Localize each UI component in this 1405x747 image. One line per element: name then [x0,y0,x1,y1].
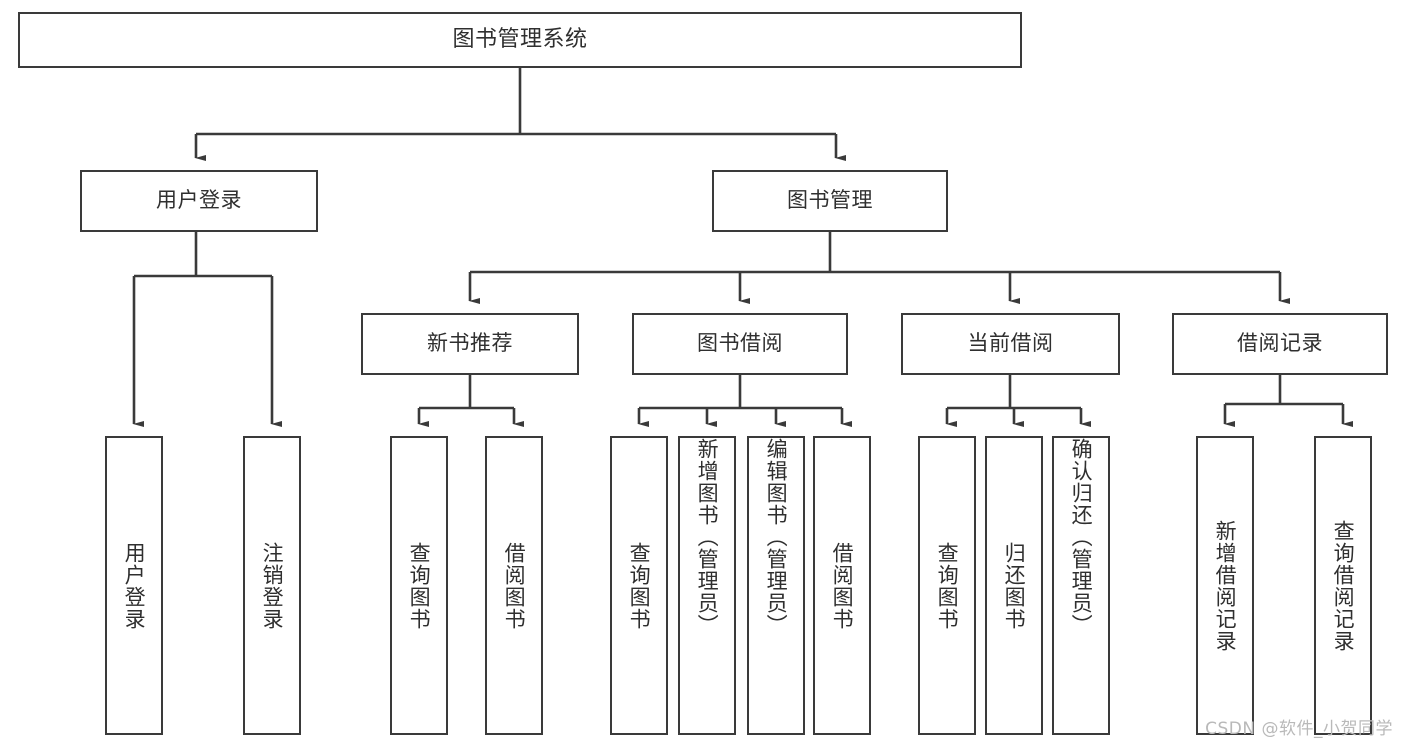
node-leaf-user-login-label: 用户登录 [122,541,147,630]
node-leaf-edit-book-label: 编辑图书（管理员） [764,438,789,636]
node-leaf-borrow-book-1-label: 借阅图书 [502,541,527,630]
node-leaf-borrow-book-2-label: 借阅图书 [830,541,855,630]
node-leaf-query-book-3-label: 查询图书 [935,541,960,630]
node-book-management-label: 图书管理 [787,188,873,213]
node-leaf-borrow-book-2[interactable]: 借阅图书 [813,436,871,735]
node-new-book-recommend-label: 新书推荐 [427,331,513,356]
node-leaf-query-book-1[interactable]: 查询图书 [390,436,448,735]
node-leaf-logout-login[interactable]: 注销登录 [243,436,301,735]
node-leaf-query-record-label: 查询借阅记录 [1331,519,1356,652]
node-leaf-confirm-return[interactable]: 确认归还（管理员） [1052,436,1110,735]
node-user-login[interactable]: 用户登录 [80,170,318,232]
node-leaf-add-record-label: 新增借阅记录 [1213,519,1238,652]
node-leaf-add-book[interactable]: 新增图书（管理员） [678,436,736,735]
node-new-book-recommend[interactable]: 新书推荐 [361,313,579,375]
node-leaf-query-book-2-label: 查询图书 [627,541,652,630]
watermark-text: CSDN @软件_小贺同学 [1205,719,1393,739]
node-root[interactable]: 图书管理系统 [18,12,1022,68]
node-leaf-query-book-1-label: 查询图书 [407,541,432,630]
node-leaf-query-book-2[interactable]: 查询图书 [610,436,668,735]
node-leaf-confirm-return-label: 确认归还（管理员） [1069,438,1094,636]
node-leaf-query-record[interactable]: 查询借阅记录 [1314,436,1372,735]
node-borrow-record[interactable]: 借阅记录 [1172,313,1388,375]
node-root-label: 图书管理系统 [452,26,588,52]
node-book-borrow-label: 图书借阅 [697,331,783,356]
node-leaf-query-book-3[interactable]: 查询图书 [918,436,976,735]
node-leaf-return-book-label: 归还图书 [1002,541,1027,630]
node-leaf-logout-login-label: 注销登录 [260,541,285,630]
node-borrow-record-label: 借阅记录 [1237,331,1323,356]
node-leaf-edit-book[interactable]: 编辑图书（管理员） [747,436,805,735]
node-leaf-return-book[interactable]: 归还图书 [985,436,1043,735]
node-book-management[interactable]: 图书管理 [712,170,948,232]
node-current-borrow[interactable]: 当前借阅 [901,313,1120,375]
node-leaf-add-record[interactable]: 新增借阅记录 [1196,436,1254,735]
node-current-borrow-label: 当前借阅 [967,331,1054,356]
node-leaf-user-login[interactable]: 用户登录 [105,436,163,735]
node-leaf-add-book-label: 新增图书（管理员） [695,438,720,636]
node-user-login-label: 用户登录 [156,188,242,213]
node-book-borrow[interactable]: 图书借阅 [632,313,848,375]
node-leaf-borrow-book-1[interactable]: 借阅图书 [485,436,543,735]
